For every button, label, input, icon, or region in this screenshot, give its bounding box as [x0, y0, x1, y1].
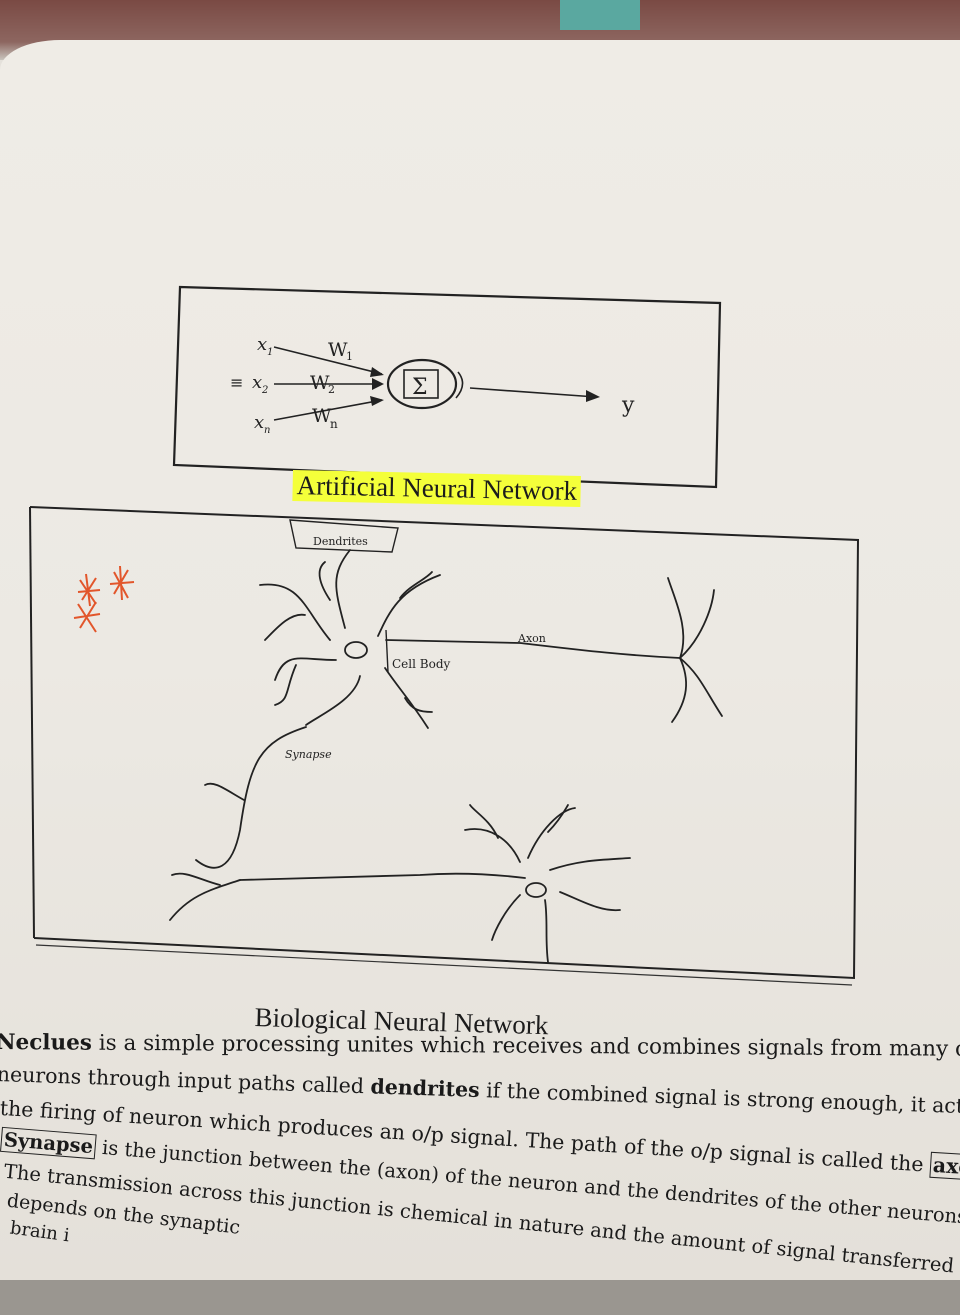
- label-cell-body: Cell Body: [392, 657, 450, 671]
- weight-w1: W: [328, 339, 348, 361]
- weight-wn-subscript: n: [330, 417, 338, 431]
- term-dendrites: dendrites: [370, 1074, 481, 1102]
- figures-svg: x 1 ≡ x 2 x n W 1 W 2 W n Σ: [29, 285, 860, 986]
- orange-stars-annotation: [73, 565, 135, 633]
- sum-symbol: Σ: [412, 375, 428, 400]
- label-dendrites: Dendrites: [313, 535, 368, 548]
- weight-w1-subscript: 1: [346, 350, 353, 363]
- ann-diagram: x 1 ≡ x 2 x n W 1 W 2 W n Σ: [172, 285, 722, 489]
- ann-caption: Artificial Neural Network: [292, 470, 582, 508]
- input-xn-subscript: n: [264, 425, 270, 436]
- output-y: y: [621, 393, 635, 418]
- label-synapse: Synapse: [285, 748, 332, 761]
- bio-diagram: Dendrites: [29, 506, 860, 986]
- weight-wn: W: [312, 405, 332, 427]
- weight-w2-subscript: 2: [328, 383, 335, 396]
- summation-node: [386, 358, 458, 410]
- input-x1-subscript: 1: [267, 347, 273, 358]
- weight-w2: W: [310, 372, 330, 394]
- input-x2-subscript: 2: [261, 385, 268, 396]
- input-x2: x: [252, 372, 262, 393]
- term-neclues: Neclues: [0, 1030, 93, 1056]
- term-axon: axon,: [929, 1151, 960, 1182]
- input-xn: x: [254, 412, 264, 433]
- photo-background: x 1 ≡ x 2 x n W 1 W 2 W n Σ: [0, 0, 960, 1280]
- input-x1: x: [257, 334, 267, 355]
- label-axon: Axon: [517, 632, 546, 645]
- equiv-mark: ≡: [230, 373, 243, 392]
- book-page: [0, 40, 960, 1280]
- background-teal-cover: [560, 0, 640, 30]
